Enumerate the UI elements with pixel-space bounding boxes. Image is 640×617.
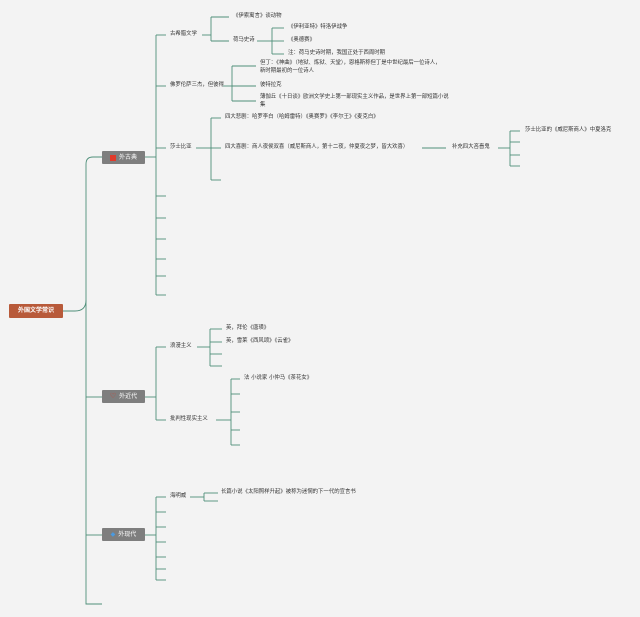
heart-icon: ♡: [109, 392, 117, 400]
node-boccaccio-line2: 集: [260, 102, 266, 108]
node-sun-also-rises[interactable]: 长篇小说《太阳照样升起》被称为迷惘的下一代的宣言书: [221, 489, 356, 495]
node-byron[interactable]: 英，拜伦《唐璜》: [226, 325, 270, 331]
node-homer-note[interactable]: 注：荷马史诗时期，我国正处于西周时期: [288, 50, 386, 56]
node-greek-literature[interactable]: 古希腊文学: [170, 31, 197, 37]
node-romanticism[interactable]: 浪漫主义: [170, 343, 192, 349]
node-supplement-misers[interactable]: 补充四大吝啬鬼: [452, 144, 490, 150]
section-modern-label: 外近代: [119, 393, 138, 400]
section-classical[interactable]: 外古典: [102, 151, 145, 164]
node-boccaccio-line1[interactable]: 薄伽丘《十日谈》欧洲文学史上第一部现实主义作品，是世界上第一部短篇小说: [260, 94, 449, 100]
node-comedies[interactable]: 四大喜剧：商人夜侯双喜（威尼斯商人，第十二夜，仲夏夜之梦，皆大欢喜）: [225, 144, 409, 150]
gem-icon: ◆: [110, 531, 116, 538]
node-odyssey[interactable]: 《奥德赛》: [288, 37, 315, 43]
section-modern[interactable]: ♡ 外近代: [102, 390, 145, 403]
node-dumas[interactable]: 法 小说家 小仲马《茶花女》: [244, 375, 313, 381]
node-shelley[interactable]: 英，雪莱《西风颂》《云雀》: [226, 338, 294, 344]
node-hemingway[interactable]: 海明威: [170, 493, 187, 499]
root-node[interactable]: 外国文学常识: [9, 304, 63, 318]
red-square-icon: [109, 154, 116, 161]
section-contemporary-label: 外现代: [118, 531, 137, 538]
node-shylock[interactable]: 莎士比亚的《威尼斯商人》中夏洛克: [525, 127, 612, 133]
node-dante-line1[interactable]: 但丁：《神曲》（地狱、炼狱、天堂），恩格斯称但丁是中世纪最后一位诗人，: [260, 60, 441, 66]
node-renaissance[interactable]: 佛罗伦萨三杰，但彼得: [170, 82, 224, 88]
node-shakespeare[interactable]: 莎士比亚: [170, 144, 192, 150]
section-classical-label: 外古典: [118, 154, 137, 161]
node-petrarch[interactable]: 彼特拉克: [260, 82, 282, 88]
node-iliad[interactable]: 《伊利亚特》特洛伊战争: [288, 24, 348, 30]
node-dante-line2: 新时期最初的一位诗人: [260, 68, 314, 74]
node-critical-realism[interactable]: 批判性现实主义: [170, 416, 208, 422]
node-tragedies[interactable]: 四大悲剧：哈罗李白（哈姆雷特）《奥赛罗》《李尔王》《麦克白》: [225, 114, 379, 120]
section-contemporary[interactable]: ◆ 外现代: [102, 528, 145, 541]
node-aesop[interactable]: 《伊索寓言》谈动物: [233, 13, 282, 19]
node-homer[interactable]: 荷马史诗: [233, 37, 255, 43]
